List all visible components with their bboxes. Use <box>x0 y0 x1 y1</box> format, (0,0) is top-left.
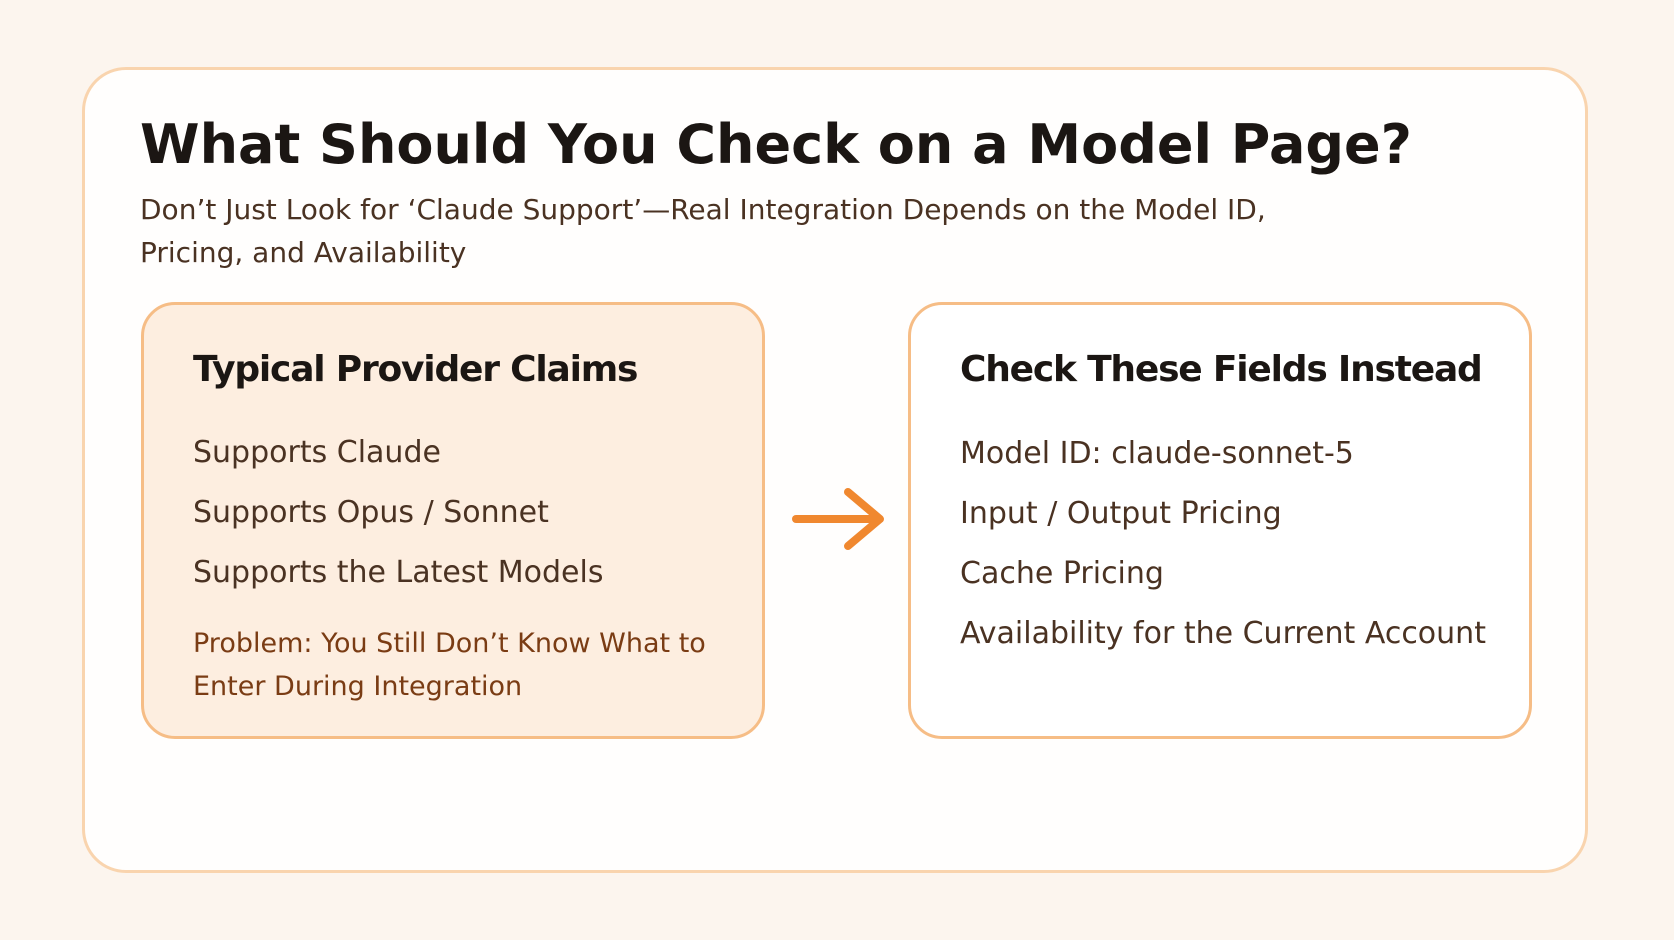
field-item: Model ID: claude-sonnet-5 <box>960 436 1354 471</box>
claim-item: Supports the Latest Models <box>193 555 604 590</box>
claim-item: Supports Opus / Sonnet <box>193 495 549 530</box>
check-fields-heading: Check These Fields Instead <box>960 349 1483 390</box>
page-subtitle: Don’t Just Look for ‘Claude Support’—Rea… <box>140 193 1266 269</box>
provider-claims-panel: Typical Provider Claims Supports Claude … <box>141 302 765 739</box>
claim-item: Supports Claude <box>193 435 441 470</box>
arrow-right-icon <box>792 488 884 550</box>
provider-claims-list: Supports Claude Supports Opus / Sonnet S… <box>193 423 603 603</box>
field-item: Availability for the Current Account <box>960 616 1486 651</box>
provider-claims-heading: Typical Provider Claims <box>193 349 638 390</box>
field-item: Input / Output Pricing <box>960 496 1282 531</box>
problem-note: Problem: You Still Don’t Know What to En… <box>193 628 706 702</box>
field-item: Cache Pricing <box>960 556 1164 591</box>
check-fields-list: Model ID: claude-sonnet-5 Input / Output… <box>960 424 1486 664</box>
check-fields-panel: Check These Fields Instead Model ID: cla… <box>908 302 1532 739</box>
page-title: What Should You Check on a Model Page? <box>140 113 1412 176</box>
